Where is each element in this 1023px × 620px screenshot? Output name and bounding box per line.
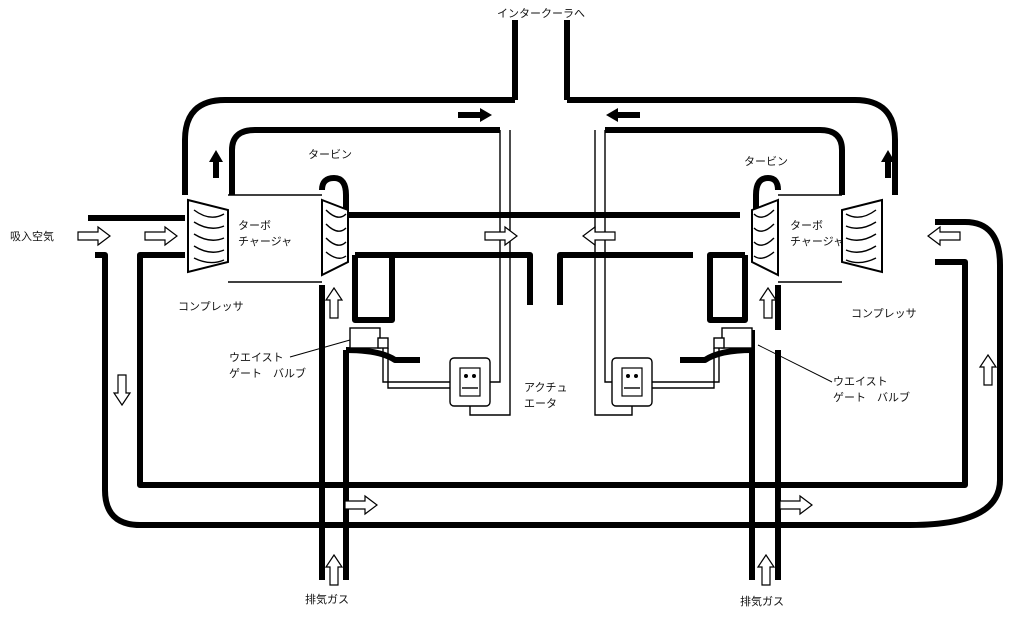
- boost-manifold-duct: [182, 97, 898, 360]
- turbine-right-label: タービン: [744, 155, 788, 168]
- wastegate-left-label-line2: ゲート バルブ: [229, 367, 306, 380]
- wastegate-right-label-line1: ウエイスト: [833, 375, 888, 388]
- turbocharger-left-label-line2: チャージャ: [238, 235, 293, 248]
- solid-arrow-icon: [209, 108, 895, 178]
- wastegate-valve-left: [349, 327, 450, 389]
- actuator-left: [449, 357, 511, 416]
- wastegate-valve-right: [652, 327, 753, 389]
- exhaust-left-label: 排気ガス: [305, 593, 349, 606]
- intercooler-label: インタークーラへ: [497, 7, 585, 20]
- turbocharger-right-label-line2: チャージャ: [790, 235, 845, 248]
- hollow-arrow-icon: [77, 225, 998, 586]
- compressor-wheel-right: [841, 198, 883, 274]
- turbine-wheel-right: [751, 198, 779, 277]
- actuator-label-line1: アクチュ: [524, 381, 568, 394]
- turbine-left-label: タービン: [308, 148, 352, 161]
- left-turbine-housing: [319, 175, 420, 545]
- compressor-left-label: コンプレッサ: [178, 300, 244, 313]
- actuator-right: [594, 357, 653, 416]
- wastegate-right-label-line2: ゲート バルブ: [833, 391, 910, 404]
- turbocharger-left-label-line1: ターボ: [238, 219, 271, 232]
- intake-air-label: 吸入空気: [10, 230, 54, 243]
- turbo-shafts: [228, 194, 842, 283]
- turbocharger-right-label-line1: ターボ: [790, 219, 823, 232]
- compressor-right-label: コンプレッサ: [851, 307, 917, 320]
- turbine-crossover-duct: [345, 212, 740, 305]
- right-turbine-housing: [680, 175, 781, 545]
- intake-duct: [88, 215, 1003, 528]
- compressor-wheel-left: [187, 198, 229, 274]
- intercooler-outlet-duct: [512, 20, 570, 100]
- wastegate-left-label-line1: ウエイスト: [229, 351, 284, 364]
- exhaust-stubs: [319, 545, 781, 580]
- turbine-wheel-left: [321, 198, 349, 277]
- exhaust-right-label: 排気ガス: [740, 595, 784, 608]
- actuator-label-line2: エータ: [524, 397, 557, 410]
